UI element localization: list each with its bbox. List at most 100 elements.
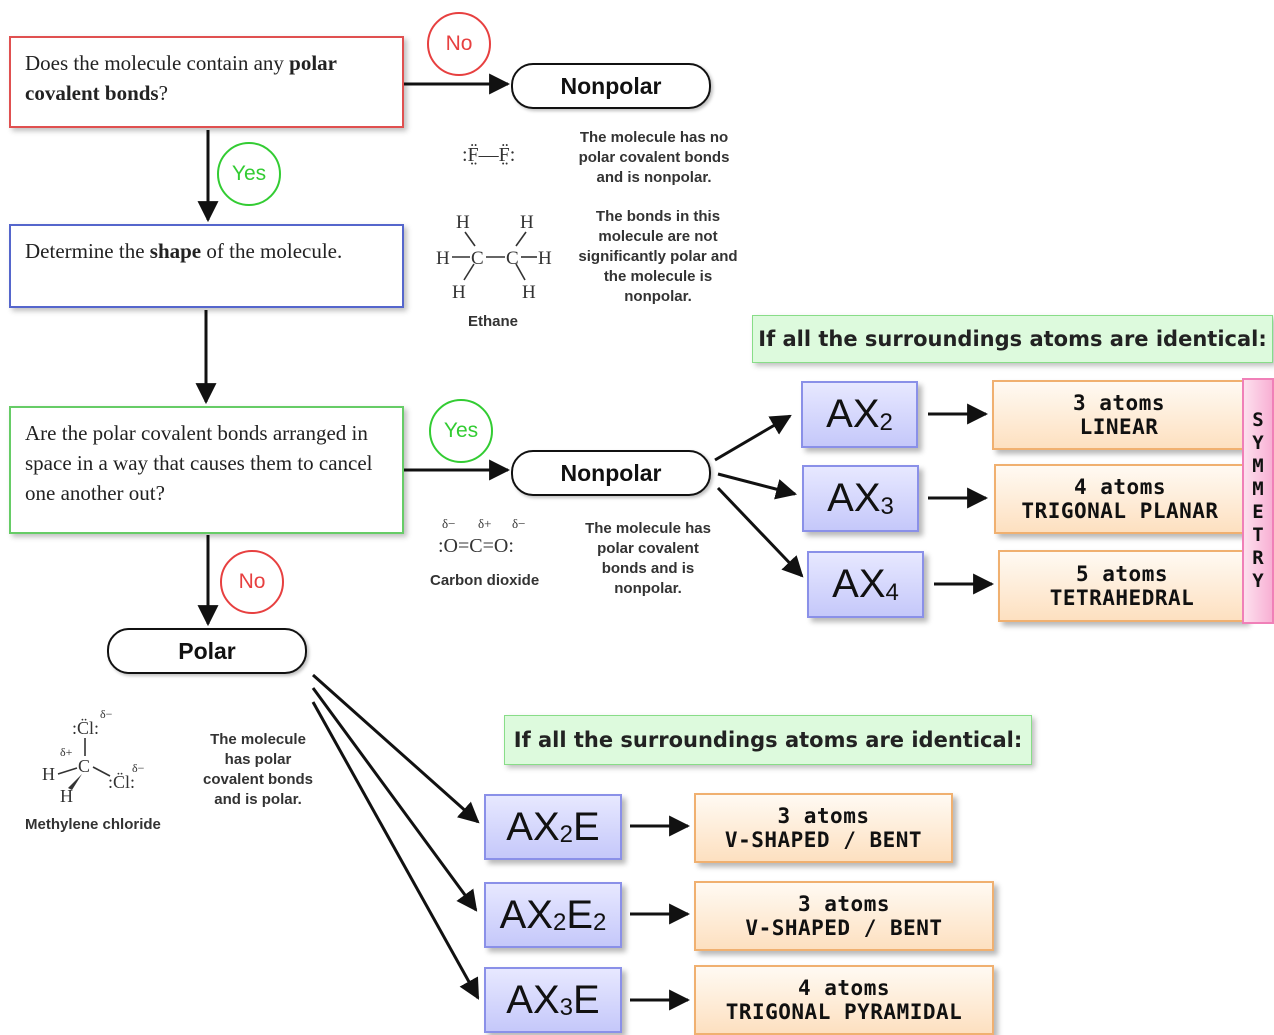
- arrow-polar-to-ax2e: [312, 673, 480, 824]
- svg-text:C: C: [78, 756, 90, 776]
- shape-tetrahedral-atoms: 5 atoms: [1075, 562, 1168, 586]
- arrow-polar-to-ax3e: [311, 701, 480, 1000]
- formula-ax3e-text: AX: [506, 977, 560, 1022]
- question-1-text: Does the molecule contain any: [25, 51, 290, 75]
- shape-linear-name: LINEAR: [1079, 415, 1159, 439]
- shape-box-trigonal-planar: 4 atoms TRIGONAL PLANAR: [994, 464, 1246, 534]
- svg-text:δ−: δ−: [100, 707, 113, 721]
- ethane-structure: H H H C C H H H: [436, 212, 552, 303]
- outcome-polar-label: Polar: [178, 637, 236, 664]
- outcome-polar: Polar: [107, 628, 307, 674]
- svg-text::C̈l:: :C̈l:: [72, 718, 99, 738]
- question-1-mark: ?: [158, 81, 168, 105]
- arrow-polar-to-ax2e2: [311, 687, 478, 912]
- answer-yes-label: Yes: [231, 162, 267, 185]
- formula-ax2-text: AX: [826, 392, 880, 436]
- formula-ax2-sub: 2: [879, 408, 893, 436]
- formula-ax3-sub: 3: [880, 492, 894, 520]
- question-2-bold: shape: [149, 239, 202, 263]
- shape-box-trigonal-pyramidal: 4 atoms TRIGONAL PYRAMIDAL: [694, 965, 994, 1035]
- ethane-label: Ethane: [468, 313, 519, 330]
- formula-ax3-text: AX: [827, 476, 881, 520]
- formula-ax2e2-sub2: 2: [593, 909, 607, 936]
- svg-text:δ+: δ+: [478, 516, 491, 531]
- question-bonds-cancel: Are the polar covalent bonds arranged in…: [9, 406, 404, 534]
- identical-atoms-banner-top: If all the surroundings atoms are identi…: [752, 315, 1273, 363]
- arrow-nonpolar-to-ax2: [714, 414, 792, 462]
- co2-structure: δ− δ+ δ− :O=C=O:: [438, 516, 525, 557]
- svg-text:C: C: [506, 248, 519, 269]
- formula-ax2e-sub: 2: [559, 821, 574, 848]
- symmetry-letter: T: [1252, 524, 1264, 546]
- co2-caption: The molecule has polar covalent bonds an…: [585, 520, 711, 597]
- shape-pyramidal-atoms: 4 atoms: [797, 976, 890, 1000]
- shape-bent-1-name: V-SHAPED / BENT: [724, 828, 923, 852]
- symmetry-letter: M: [1252, 478, 1264, 500]
- formula-ax4-text: AX: [832, 562, 886, 606]
- formula-ax2e2-e: E: [566, 892, 594, 937]
- formula-ax3e-sub: 3: [559, 994, 574, 1021]
- shape-bent-1-atoms: 3 atoms: [777, 804, 870, 828]
- outcome-nonpolar-label: Nonpolar: [560, 72, 662, 99]
- shape-bent-2-name: V-SHAPED / BENT: [745, 916, 943, 940]
- symmetry-letter: Y: [1252, 570, 1264, 592]
- methylene-chloride-structure: δ− :C̈l: δ+ H C δ− :C̈l: H: [42, 707, 145, 806]
- symmetry-letter: S: [1252, 409, 1264, 431]
- formula-ax2e2-sub: 2: [552, 909, 567, 936]
- symmetry-label-box: S Y M M E T R Y: [1242, 378, 1274, 624]
- answer-no-circle-top: No: [427, 12, 491, 76]
- f2-caption: The molecule has no polar covalent bonds…: [578, 129, 730, 186]
- svg-text:δ−: δ−: [132, 761, 145, 775]
- svg-text:H: H: [522, 282, 536, 303]
- shape-linear-atoms: 3 atoms: [1072, 391, 1165, 415]
- svg-text:H: H: [436, 248, 450, 269]
- answer-no-circle-bottom: No: [220, 550, 284, 614]
- co2-label: Carbon dioxide: [430, 572, 540, 589]
- svg-text:C: C: [471, 248, 484, 269]
- formula-ax3e-e: E: [573, 977, 600, 1022]
- formula-ax4-sub: 4: [885, 578, 899, 606]
- svg-text:H: H: [452, 282, 466, 303]
- svg-text:H: H: [60, 786, 73, 806]
- arrow-nonpolar-to-ax3: [717, 472, 798, 500]
- question-1-bold-bonds: covalent bonds: [25, 81, 159, 105]
- shape-box-bent-2: 3 atoms V-SHAPED / BENT: [694, 881, 994, 951]
- formula-ax2e2-text: AX: [499, 892, 553, 937]
- svg-text:δ+: δ+: [60, 745, 73, 759]
- svg-text:H: H: [520, 212, 534, 233]
- svg-text:H: H: [538, 248, 552, 269]
- outcome-nonpolar-top: Nonpolar: [511, 63, 711, 109]
- answer-yes-circle-top: Yes: [217, 142, 281, 206]
- f2-structure: :F̤̈—F̤̈:: [462, 144, 516, 166]
- identical-atoms-banner-bottom: If all the surroundings atoms are identi…: [504, 715, 1032, 765]
- ethane-caption: The bonds in this molecule are not signi…: [578, 208, 738, 305]
- answer-yes-circle-mid: Yes: [429, 399, 493, 463]
- symmetry-letter: Y: [1252, 432, 1264, 454]
- question-2-tail: of the molecule.: [201, 239, 343, 263]
- answer-no-label: No: [445, 32, 473, 55]
- answer-yes-label-2: Yes: [443, 419, 479, 442]
- shape-box-tetrahedral: 5 atoms TETRAHEDRAL: [998, 550, 1246, 622]
- methylene-chloride-label: Methylene chloride: [25, 816, 161, 833]
- symmetry-letter: M: [1252, 455, 1264, 477]
- question-polar-bonds: Does the molecule contain any polar cova…: [9, 36, 404, 128]
- symmetry-letter: R: [1252, 547, 1264, 569]
- question-1-bold-polar: polar: [289, 51, 338, 75]
- shape-tetrahedral-name: TETRAHEDRAL: [1049, 586, 1195, 610]
- question-determine-shape: Determine the shape of the molecule.: [9, 224, 404, 308]
- shape-box-linear: 3 atoms LINEAR: [992, 380, 1246, 450]
- svg-text:δ−: δ−: [442, 516, 455, 531]
- formula-ax2e-e: E: [573, 804, 600, 849]
- svg-text::O=C=O:: :O=C=O:: [438, 535, 514, 557]
- answer-no-label-2: No: [238, 570, 266, 593]
- shape-bent-2-atoms: 3 atoms: [797, 892, 890, 916]
- arrow-nonpolar-to-ax4: [716, 486, 804, 578]
- outcome-nonpolar-mid: Nonpolar: [511, 450, 711, 496]
- question-2-text: Determine the: [25, 239, 150, 263]
- shape-trigonal-name: TRIGONAL PLANAR: [1021, 499, 1219, 523]
